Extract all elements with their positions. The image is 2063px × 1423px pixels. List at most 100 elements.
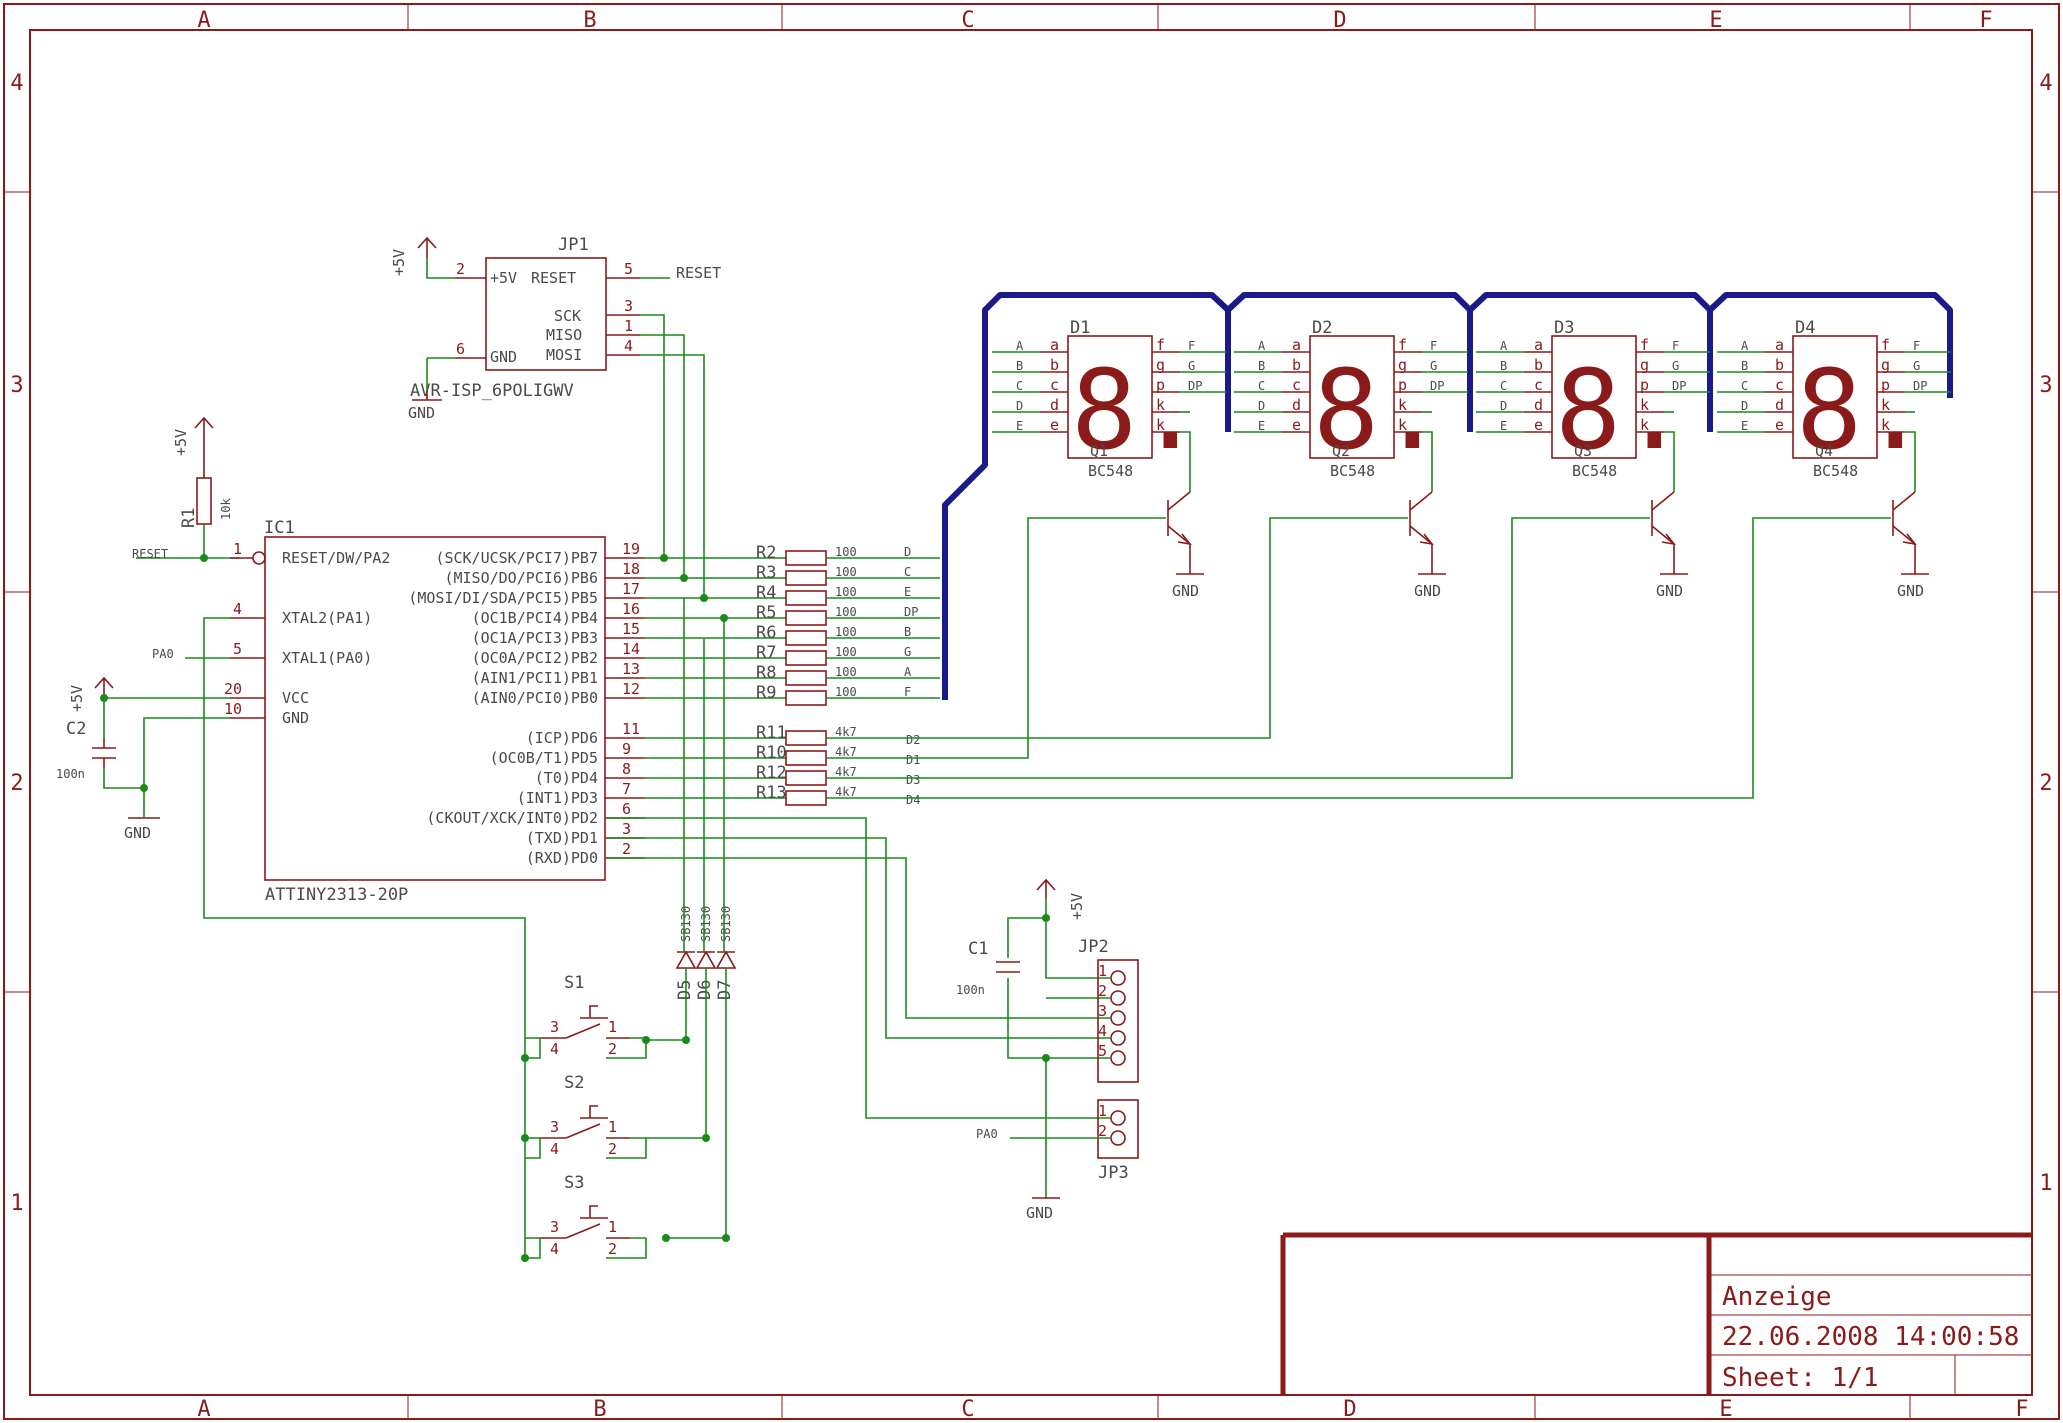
ic1-pa0-net: PA0 bbox=[152, 647, 174, 661]
jp3-header: JP3 12 bbox=[1097, 1099, 1139, 1183]
switch-pin: 3 bbox=[550, 1018, 559, 1036]
ic1-right-pin-num: 8 bbox=[622, 760, 631, 778]
jp1-pin2-label: +5V bbox=[490, 269, 517, 287]
switch-ref: S2 bbox=[564, 1073, 584, 1093]
switch-pin: 1 bbox=[608, 1218, 617, 1236]
display-left-net: B bbox=[1016, 359, 1023, 373]
display-right-pin: k bbox=[1398, 416, 1407, 434]
jp1-gnd-label: GND bbox=[408, 404, 435, 422]
display-left-net: B bbox=[1258, 359, 1265, 373]
ic1-right-pin-label: (INT1)PD3 bbox=[517, 789, 598, 807]
grid-row-2-left: 2 bbox=[10, 771, 23, 796]
reset-wire bbox=[136, 524, 240, 559]
c1-ref: C1 bbox=[968, 939, 988, 959]
ic1-right-pin-label: (RXD)PD0 bbox=[526, 849, 598, 867]
display-right-net: G bbox=[1188, 359, 1195, 373]
seg-resistor-value: 100 bbox=[835, 685, 857, 699]
display-right-net: F bbox=[1430, 339, 1437, 353]
display-right-net: F bbox=[1913, 339, 1920, 353]
diode-value: SB130 bbox=[699, 906, 713, 942]
jp2-pin-num: 2 bbox=[1098, 982, 1107, 1000]
c2-value: 100n bbox=[56, 767, 85, 781]
jp1-ref: JP1 bbox=[558, 235, 589, 255]
c2-vcc-label: +5V bbox=[68, 685, 86, 712]
ic1-pin5-label: XTAL1(PA0) bbox=[282, 649, 372, 667]
switch-pin: 4 bbox=[550, 1140, 559, 1158]
transistor-ref: Q3 bbox=[1574, 442, 1592, 460]
title-sheet: Sheet: 1/1 bbox=[1722, 1363, 1879, 1393]
ic1-right-pin-num: 15 bbox=[622, 620, 640, 638]
jp1-pin6-label: GND bbox=[490, 348, 517, 366]
display-left-net: E bbox=[1258, 419, 1265, 433]
pd1-wire bbox=[605, 837, 1110, 1039]
display-left-pin: a bbox=[1050, 336, 1059, 354]
grid-row-1-right: 1 bbox=[2039, 1171, 2052, 1196]
jp1-reset-net: RESET bbox=[676, 264, 721, 282]
ic1-right-pin-num: 6 bbox=[622, 800, 631, 818]
display-left-net: B bbox=[1500, 359, 1507, 373]
grid-col-a-bottom: A bbox=[197, 1397, 210, 1422]
display-body bbox=[1309, 335, 1395, 459]
grid-col-d-bottom: D bbox=[1343, 1397, 1356, 1422]
seg-resistor-value: 100 bbox=[835, 665, 857, 679]
c2-gnd-label: GND bbox=[124, 824, 151, 842]
transistor-value: BC548 bbox=[1572, 462, 1617, 480]
seg-resistor-net: DP bbox=[904, 605, 918, 619]
c1-capacitor: C1 100n bbox=[956, 917, 1046, 1059]
ic1-pin5-num: 5 bbox=[233, 640, 242, 658]
ic1-pin1-label: RESET/DW/PA2 bbox=[282, 549, 390, 567]
display-left-net: C bbox=[1741, 379, 1748, 393]
base-resistor-net: D1 bbox=[906, 753, 920, 767]
display-left-pin: e bbox=[1050, 416, 1059, 434]
seg-resistor-net: A bbox=[904, 665, 912, 679]
r1-ref: R1 bbox=[179, 508, 199, 528]
c1-value: 100n bbox=[956, 983, 985, 997]
display-left-net: D bbox=[1258, 399, 1265, 413]
display-right-net: F bbox=[1188, 339, 1195, 353]
grid-labels: A B C D E F A B C D E F 4 3 2 1 4 3 2 1 bbox=[10, 8, 2052, 1422]
diode-value: SB130 bbox=[679, 906, 693, 942]
display-right-net: G bbox=[1672, 359, 1679, 373]
display-right-net: DP bbox=[1672, 379, 1686, 393]
display-right-pin: k bbox=[1156, 416, 1165, 434]
display-right-net: G bbox=[1913, 359, 1920, 373]
diode-ref: D6 bbox=[695, 980, 715, 1000]
base-resistor-value: 4k7 bbox=[835, 725, 857, 739]
seg-resistor bbox=[785, 550, 827, 566]
jp3-ref: JP3 bbox=[1098, 1163, 1129, 1183]
pa1-wire bbox=[203, 617, 526, 1058]
ic1-right-pin-label: (OC1B/PCI4)PB4 bbox=[472, 609, 598, 627]
jp1-pin4-label: MOSI bbox=[546, 346, 582, 364]
transistor-gnd-label: GND bbox=[1172, 582, 1199, 600]
ic1-right-pin-num: 13 bbox=[622, 660, 640, 678]
isp-wires bbox=[640, 314, 705, 598]
seg-resistor-net: G bbox=[904, 645, 911, 659]
display-left-pin: b bbox=[1050, 356, 1059, 374]
seg-resistor bbox=[785, 670, 827, 686]
display-left-net: E bbox=[1016, 419, 1023, 433]
grid-col-e-top: E bbox=[1709, 8, 1722, 33]
jp1-pin6-num: 6 bbox=[456, 340, 465, 358]
ic1-pin4-label: XTAL2(PA1) bbox=[282, 609, 372, 627]
display-left-pin: a bbox=[1292, 336, 1301, 354]
r1-reset-net: RESET bbox=[132, 547, 168, 561]
diode-ref: D5 bbox=[675, 980, 695, 1000]
display-left-net: A bbox=[1500, 339, 1508, 353]
grid-row-4-right: 4 bbox=[2039, 71, 2052, 96]
diode-ref: D7 bbox=[715, 980, 735, 1000]
transistor-value: BC548 bbox=[1088, 462, 1133, 480]
ic1-right-pin-label: (OC0B/T1)PD5 bbox=[490, 749, 598, 767]
switch-pin: 3 bbox=[550, 1218, 559, 1236]
display-left-net: B bbox=[1741, 359, 1748, 373]
jp1-pin3-num: 3 bbox=[624, 297, 633, 315]
ic1-right-pin-num: 12 bbox=[622, 680, 640, 698]
title-name: Anzeige bbox=[1722, 1282, 1832, 1312]
display-left-pin: d bbox=[1292, 396, 1301, 414]
